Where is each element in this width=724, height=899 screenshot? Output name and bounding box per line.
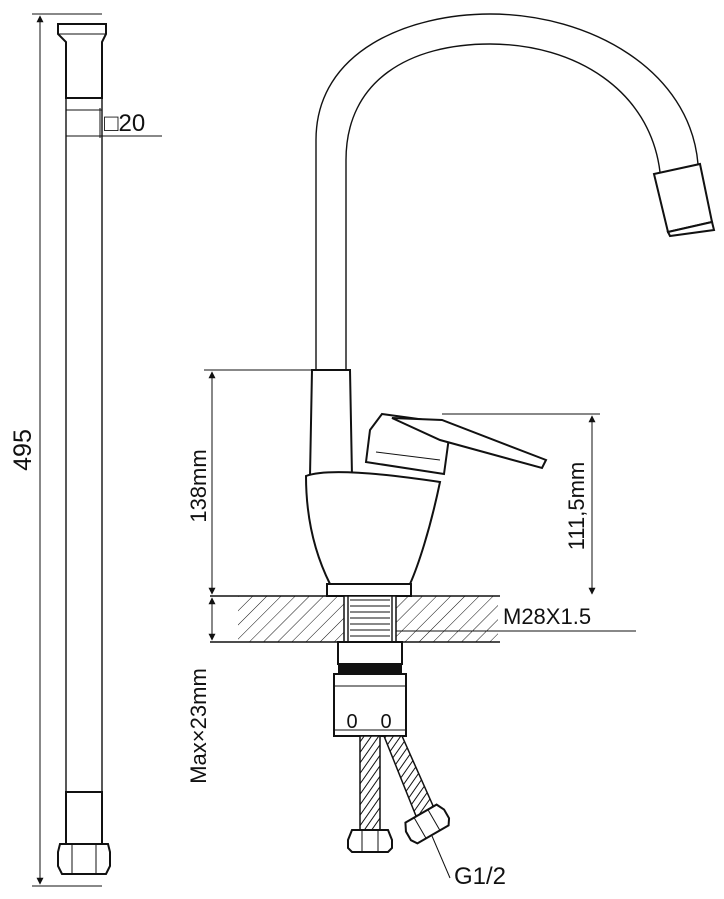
hose-mark-left: 0 [346, 711, 357, 733]
lever-handle [391, 417, 548, 470]
flex-hose [57, 23, 111, 875]
lever-height-dimension: 111,5mm [442, 413, 600, 595]
thread-label: M28X1.5 [503, 604, 591, 629]
hose-bottom-nut [57, 843, 111, 875]
threaded-stud [343, 595, 397, 643]
lock-washer-band [338, 664, 402, 674]
faucet [304, 13, 716, 597]
hose-section-label: □20 [104, 110, 145, 137]
base-plate [326, 583, 412, 597]
connection-callout: G1/2 [431, 835, 506, 890]
lock-washer [337, 641, 403, 665]
valve-body [304, 471, 442, 585]
spout-aerator [652, 162, 714, 234]
supply-hose-left [359, 735, 381, 833]
hose-section-dimension: □20 [66, 108, 162, 138]
lever-height-label: 111,5mm [564, 462, 589, 550]
spout-collar [308, 369, 354, 477]
supply-hoses [347, 735, 451, 853]
countertop-thickness-label: Max×23mm [186, 668, 211, 784]
countertop-section: 0 0 [210, 595, 500, 737]
countertop-thickness-dimension: Max×23mm [186, 597, 216, 784]
thread-callout: M28X1.5 [396, 604, 636, 632]
faucet-height-dimension: 138mm [186, 369, 316, 595]
faucet-height-label: 138mm [186, 449, 211, 522]
hose-bottom-ferrule [65, 791, 103, 845]
hose-mark-right: 0 [380, 711, 391, 733]
spout-aerator-tip [666, 220, 716, 238]
hose-length-dimension: 495 [9, 13, 102, 887]
supply-hose-right [382, 735, 435, 818]
supply-nut-right [404, 803, 451, 845]
hose-length-label: 495 [9, 429, 37, 471]
supply-nut-left [347, 829, 393, 853]
connection-label: G1/2 [454, 863, 506, 890]
hose-top-fitting [57, 23, 107, 99]
stud-thread-lines [347, 596, 393, 642]
fixing-nut [333, 673, 407, 737]
spout-outer [315, 13, 699, 370]
spout-inner [345, 43, 661, 370]
